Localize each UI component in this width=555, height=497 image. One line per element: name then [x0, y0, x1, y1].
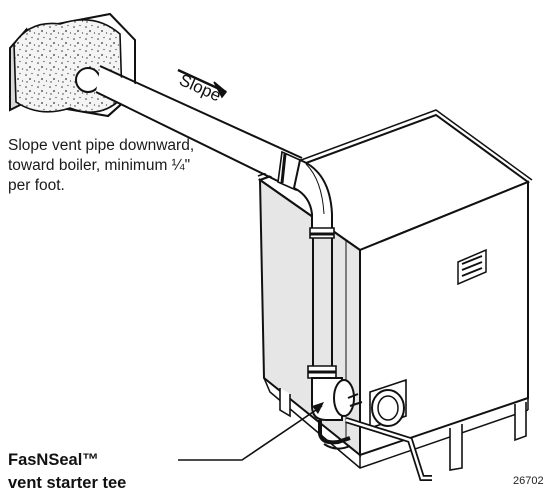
wall-penetration-hole: [75, 67, 101, 93]
rating-plate: [457, 248, 487, 286]
boiler-front-fittings: [345, 378, 432, 481]
callout-label-line1: FasNSeal™: [8, 451, 99, 469]
slope-indicator: Slope: [176, 68, 228, 105]
figure-number: 26702: [513, 475, 544, 487]
vent-pipe: [95, 65, 337, 379]
wall-section: [9, 12, 136, 118]
callout-arrowhead: [312, 402, 324, 414]
slope-instruction-text: Slope vent pipe downward, toward boiler,…: [8, 137, 195, 194]
callout-leader-line: [178, 405, 323, 461]
callout-label-line2: vent starter tee: [8, 474, 127, 492]
